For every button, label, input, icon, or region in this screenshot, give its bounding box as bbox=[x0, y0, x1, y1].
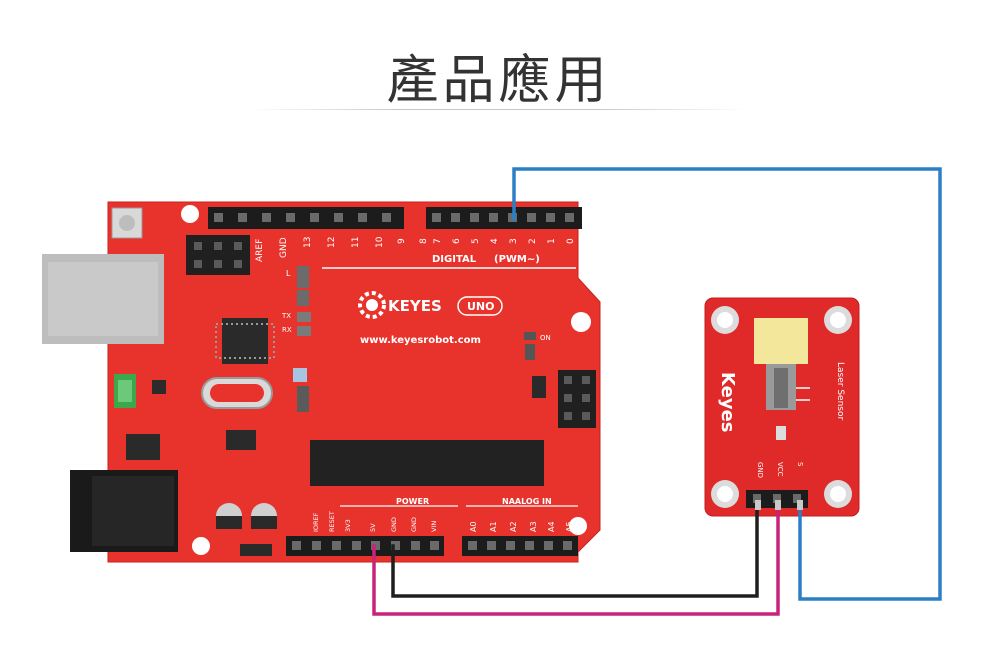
pin-label-3v3: 3V3 bbox=[344, 519, 352, 532]
led-label-tx: TX bbox=[281, 312, 291, 320]
power-label: POWER bbox=[396, 497, 429, 506]
brand-text: KEYES bbox=[388, 297, 442, 315]
smd-component bbox=[776, 426, 786, 440]
mounting-hole bbox=[192, 537, 210, 555]
pin-label-reset: RESET bbox=[328, 511, 336, 532]
pin-label-a3: A3 bbox=[529, 521, 538, 532]
mounting-hole bbox=[571, 312, 591, 332]
pin-label-6: 6 bbox=[452, 238, 462, 244]
digital-header-right bbox=[426, 207, 582, 229]
diode bbox=[126, 434, 160, 460]
wires bbox=[372, 167, 942, 616]
laser-sensor-module: Keyes Laser Sensor GND VCC S bbox=[704, 297, 860, 517]
wire-ground bbox=[391, 504, 759, 598]
pin-label-1: 1 bbox=[547, 238, 557, 244]
website-text: www.keyesrobot.com bbox=[360, 335, 481, 346]
analog-header bbox=[462, 536, 578, 556]
pwm-label: (PWM~) bbox=[494, 254, 540, 265]
resistor-array bbox=[297, 386, 309, 412]
usb-connector-inner bbox=[48, 262, 158, 336]
pin-label-gnd-1: GND bbox=[390, 517, 398, 532]
icsp-header-right bbox=[558, 370, 596, 428]
pin-label-4: 4 bbox=[490, 238, 500, 244]
sensor-pin-label-s: S bbox=[796, 462, 804, 467]
pin-label-2: 2 bbox=[528, 238, 538, 244]
crystal-small bbox=[293, 368, 307, 382]
led-rx bbox=[297, 326, 311, 336]
uno-text: UNO bbox=[467, 300, 495, 313]
pin-label-11: 11 bbox=[351, 237, 361, 248]
title-divider bbox=[248, 109, 748, 110]
cap-small bbox=[525, 344, 535, 360]
pin-label-5: 5 bbox=[471, 238, 481, 244]
digital-label: DIGITAL bbox=[432, 254, 477, 265]
transistor bbox=[152, 380, 166, 394]
pin-label-13: 13 bbox=[303, 237, 313, 248]
pin-label-gnd-2: GND bbox=[410, 517, 418, 532]
digital-header-left bbox=[208, 207, 404, 229]
pin-label-ioref: IOREF bbox=[312, 512, 320, 532]
pin-label-gnd-top: GND bbox=[279, 237, 289, 258]
sensor-pin-label-vcc: VCC bbox=[776, 462, 784, 477]
wire-signal bbox=[512, 167, 942, 601]
pin-label-a0: A0 bbox=[469, 521, 478, 532]
mounting-hole bbox=[569, 517, 587, 535]
pin-label-0: 0 bbox=[566, 238, 576, 244]
analog-label: NAALOG IN bbox=[502, 497, 552, 506]
pin-label-8: 8 bbox=[419, 238, 429, 244]
led-label-l: L bbox=[286, 269, 291, 278]
usb-chip bbox=[222, 318, 268, 364]
led-label-rx: RX bbox=[282, 326, 292, 334]
led-l bbox=[297, 266, 309, 288]
pin-label-aref: AREF bbox=[255, 239, 265, 262]
pin-label-a2: A2 bbox=[509, 521, 518, 532]
reset-chip bbox=[532, 376, 546, 398]
pin-label-7: 7 bbox=[433, 238, 443, 244]
pin-label-a5: A5 bbox=[565, 521, 574, 532]
reset-button-cap bbox=[119, 215, 135, 231]
pin-label-a1: A1 bbox=[489, 521, 498, 532]
atmega-chip bbox=[310, 440, 544, 486]
pin-label-5v: 5V bbox=[369, 523, 377, 532]
pin-label-vin: VIN bbox=[430, 521, 438, 532]
pin-label-a4: A4 bbox=[547, 521, 556, 532]
regulator-small bbox=[240, 544, 272, 556]
gear-icon bbox=[358, 291, 386, 319]
resistor bbox=[297, 290, 309, 306]
power-header bbox=[286, 536, 444, 556]
on-label: ON bbox=[540, 334, 551, 342]
pin-label-10: 10 bbox=[375, 236, 385, 248]
laser-head bbox=[754, 318, 808, 364]
dc-power-jack-body bbox=[92, 476, 174, 546]
icsp-header bbox=[186, 235, 250, 275]
voltage-regulator bbox=[226, 430, 256, 450]
keyes-logo: KEYES UNO www.keyesrobot.com bbox=[358, 291, 503, 346]
pin-label-12: 12 bbox=[327, 237, 337, 248]
sensor-name: Laser Sensor bbox=[835, 362, 845, 420]
sensor-pin-label-gnd: GND bbox=[756, 462, 764, 478]
arduino-board: AREF GND 13 12 11 10 9 8 7 6 5 4 3 2 1 0… bbox=[42, 201, 601, 563]
wire-power bbox=[372, 504, 780, 616]
page-title: 產品應用 bbox=[386, 51, 611, 111]
led-tx bbox=[297, 312, 311, 322]
pin-label-9: 9 bbox=[397, 238, 407, 244]
uno-badge bbox=[457, 296, 503, 316]
mounting-hole bbox=[181, 205, 199, 223]
pin-label-3: 3 bbox=[509, 238, 519, 244]
led-on bbox=[524, 332, 536, 340]
sensor-brand: Keyes bbox=[717, 372, 738, 433]
